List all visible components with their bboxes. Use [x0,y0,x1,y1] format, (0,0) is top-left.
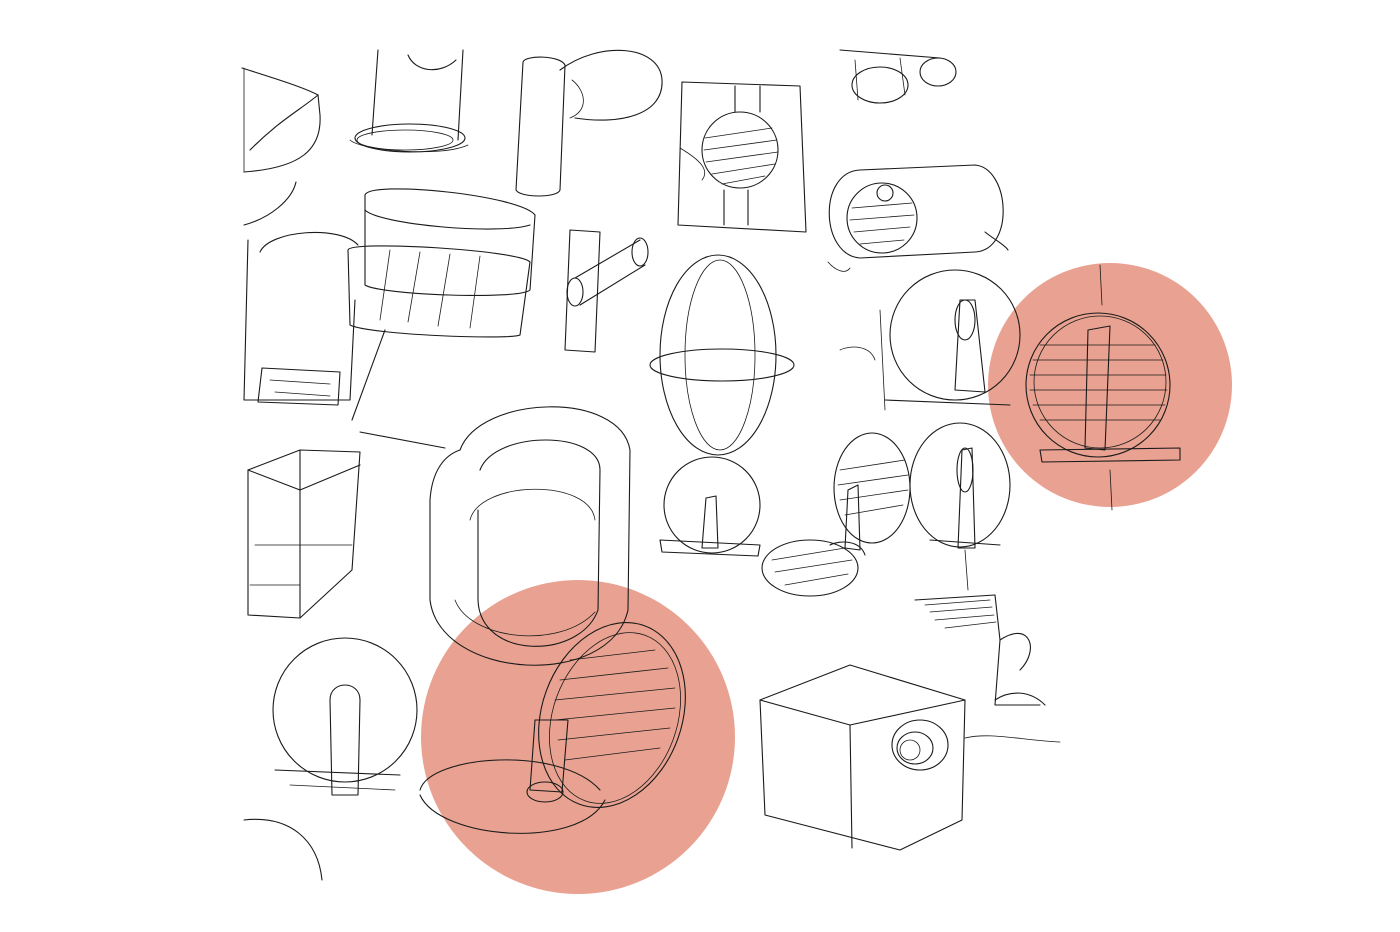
sketch-hatched-discs [761,432,911,597]
sketch-box-large [243,188,536,449]
highlight-circle-top-right [988,263,1232,507]
sketch-vertical-ellipse [649,254,795,456]
highlight-markers [421,263,1232,894]
sketch-cube-speaker [759,664,1061,851]
sketch-disc-highlighted-bottom [419,622,686,834]
sketch-capsule-disc [827,164,1009,272]
sketch-bottom-arc [243,818,323,881]
sketch-pill-rect [515,49,663,197]
sketch-sphere-stand [659,456,761,557]
sketch-cube-left [247,449,361,619]
sketch-capsule-loop [429,406,631,666]
sketch-cylinder-top [349,49,469,153]
sketch-disc-stand-mid [909,422,1011,591]
sketch-disc-stand-bottom-left [272,637,418,796]
sketch-diagonal-tube [564,229,649,353]
sketch-framed-disc [677,81,807,233]
sketch-top-left-shapes [241,67,321,226]
sketch-disc-stand-large [839,269,1021,411]
highlight-circle-bottom-center [421,580,735,894]
sketch-bracket [914,594,1046,706]
sketch-top-right-small [839,49,957,104]
sketch-disc-stand-highlighted [1025,264,1181,511]
